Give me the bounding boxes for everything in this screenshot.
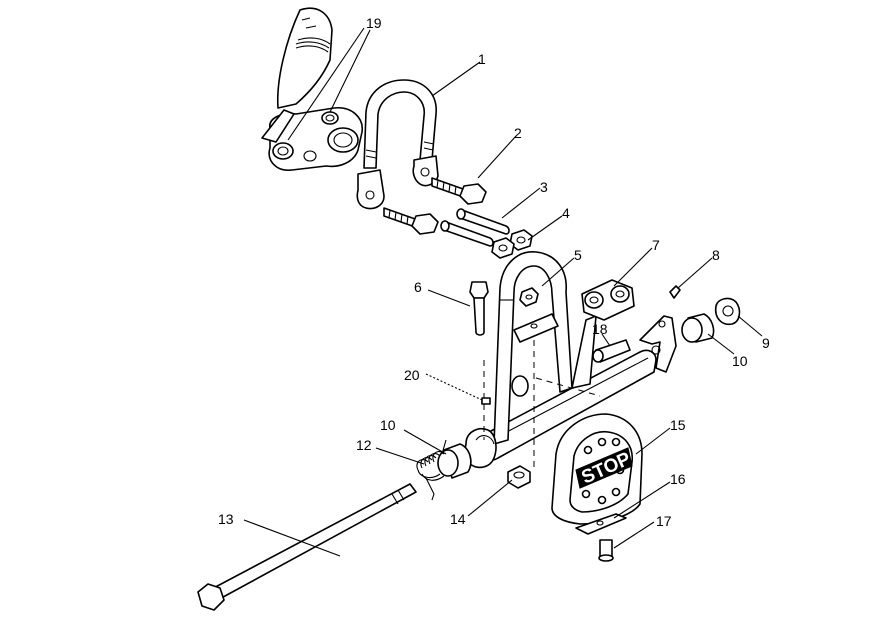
leader-8 xyxy=(677,257,713,289)
carriage-screw xyxy=(598,539,614,562)
stop-pedal: STOP xyxy=(551,413,643,525)
brake-pedal-frame xyxy=(464,251,677,469)
callout-5: 5 xyxy=(574,247,582,263)
callout-4: 4 xyxy=(562,205,570,221)
leader-2 xyxy=(477,135,517,179)
callout-7: 7 xyxy=(652,237,660,253)
leader-13 xyxy=(243,519,341,557)
leader-9 xyxy=(737,315,763,337)
pin-lower xyxy=(440,220,494,247)
engine-mount-bracket xyxy=(261,7,363,171)
mount-bolt xyxy=(519,287,539,307)
callout-8: 8 xyxy=(712,247,720,263)
leader-19a xyxy=(287,27,365,141)
leader-5 xyxy=(541,257,575,287)
callout-17: 17 xyxy=(656,513,672,529)
cotter-pin xyxy=(669,285,681,299)
clevis-block xyxy=(581,279,635,321)
leader-20 xyxy=(425,373,483,401)
callout-15: 15 xyxy=(670,417,686,433)
leader-14 xyxy=(467,479,513,517)
shoulder-bolt xyxy=(469,281,489,336)
leader-7 xyxy=(613,247,653,287)
callout-12: 12 xyxy=(356,437,372,453)
callout-3: 3 xyxy=(540,179,548,195)
leader-15 xyxy=(635,427,671,455)
leader-19b xyxy=(329,29,371,113)
callout-2: 2 xyxy=(514,125,522,141)
leader-12 xyxy=(375,447,425,465)
leader-10a xyxy=(707,333,735,355)
leader-10b xyxy=(403,429,447,455)
leader-17 xyxy=(613,521,655,549)
callout-14: 14 xyxy=(450,511,466,527)
bushing-right xyxy=(681,313,715,343)
u-loop-bracket xyxy=(356,79,439,210)
callout-18: 18 xyxy=(592,321,608,337)
clevis-pin xyxy=(592,339,631,363)
flange-nut xyxy=(714,297,741,326)
roll-pin xyxy=(481,397,491,405)
leader-1 xyxy=(431,61,481,97)
pedal-plate xyxy=(575,513,627,535)
callout-16: 16 xyxy=(670,471,686,487)
pin-upper xyxy=(456,208,510,235)
hex-bolt-upper xyxy=(431,177,487,205)
callout-9: 9 xyxy=(762,335,770,351)
callout-10-left: 10 xyxy=(380,417,396,433)
callout-1: 1 xyxy=(478,51,486,67)
leader-18 xyxy=(601,333,611,347)
leader-4 xyxy=(527,215,563,241)
leader-16 xyxy=(613,481,671,519)
callout-10-right: 10 xyxy=(732,353,748,369)
leader-3 xyxy=(501,187,541,219)
alignment-line-pin xyxy=(535,377,601,397)
callout-labels: 1 2 3 4 5 6 7 8 9 10 10 12 13 14 15 16 1… xyxy=(218,15,770,529)
leader-lines xyxy=(243,27,763,557)
callout-20: 20 xyxy=(404,367,420,383)
callout-19: 19 xyxy=(366,15,382,31)
long-shaft xyxy=(197,483,417,611)
callout-13: 13 xyxy=(218,511,234,527)
hex-nut xyxy=(507,465,531,489)
callout-6: 6 xyxy=(414,279,422,295)
leader-6 xyxy=(427,289,471,307)
hex-bolt-lower xyxy=(383,207,439,235)
bushing-left xyxy=(437,443,472,479)
lock-nuts xyxy=(491,229,533,259)
